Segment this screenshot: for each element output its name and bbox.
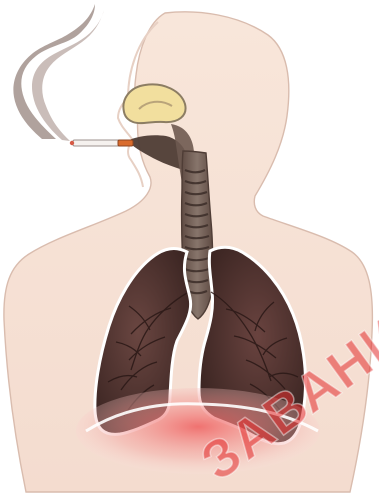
cigarette-tip bbox=[70, 141, 74, 145]
cigarette bbox=[70, 140, 133, 146]
cigarette-filter bbox=[118, 140, 133, 146]
smoke-plume bbox=[13, 4, 95, 139]
smoke-plume-secondary bbox=[32, 10, 104, 141]
cigarette-paper bbox=[73, 140, 122, 146]
